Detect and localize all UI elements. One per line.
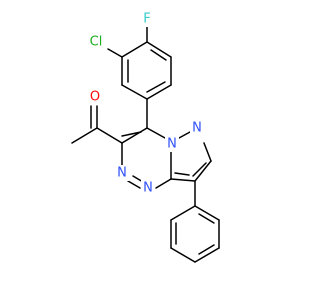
bond	[121, 84, 148, 100]
bond	[170, 205, 196, 221]
bond	[194, 205, 220, 221]
atom-chlorine: Cl	[85, 34, 105, 50]
atom-label-n1: N	[167, 137, 177, 152]
bond	[194, 247, 220, 263]
atom-nitrogen-n1: N	[165, 136, 179, 152]
bond	[192, 162, 207, 177]
bond	[174, 172, 190, 176]
atom-label-n2: N	[192, 121, 202, 136]
atom-label-o: O	[90, 90, 100, 105]
bond	[146, 84, 172, 100]
atom-oxygen: O	[88, 89, 102, 105]
bond	[170, 178, 196, 182]
bond	[150, 49, 167, 61]
bond	[178, 131, 191, 139]
bond	[96, 127, 123, 144]
atom-label-layer: F Cl O N N N N	[85, 11, 204, 196]
atom-fluorine: F	[141, 11, 154, 27]
bond	[198, 244, 215, 255]
bond	[198, 213, 215, 224]
atom-label-n4: N	[143, 181, 153, 196]
bond	[71, 127, 98, 144]
atom-nitrogen-n4: N	[141, 180, 155, 196]
bond	[107, 48, 123, 58]
bond	[203, 142, 212, 162]
molecule-structure-diagram: F Cl O N N N N	[71, 11, 220, 263]
bond	[194, 160, 212, 182]
bond	[121, 41, 148, 58]
bond	[121, 131, 142, 137]
atom-label-cl: Cl	[90, 35, 103, 50]
bond	[170, 247, 196, 263]
bond	[146, 81, 166, 93]
bond	[121, 127, 148, 144]
bond	[146, 127, 166, 139]
bond	[155, 178, 172, 189]
atom-label-f: F	[143, 12, 150, 27]
bond	[146, 41, 172, 58]
atom-label-n3: N	[117, 166, 127, 181]
atom-nitrogen-n3: N	[115, 165, 129, 181]
bond-layer	[71, 25, 220, 263]
atom-nitrogen-n2: N	[190, 120, 204, 136]
bond	[127, 180, 141, 189]
